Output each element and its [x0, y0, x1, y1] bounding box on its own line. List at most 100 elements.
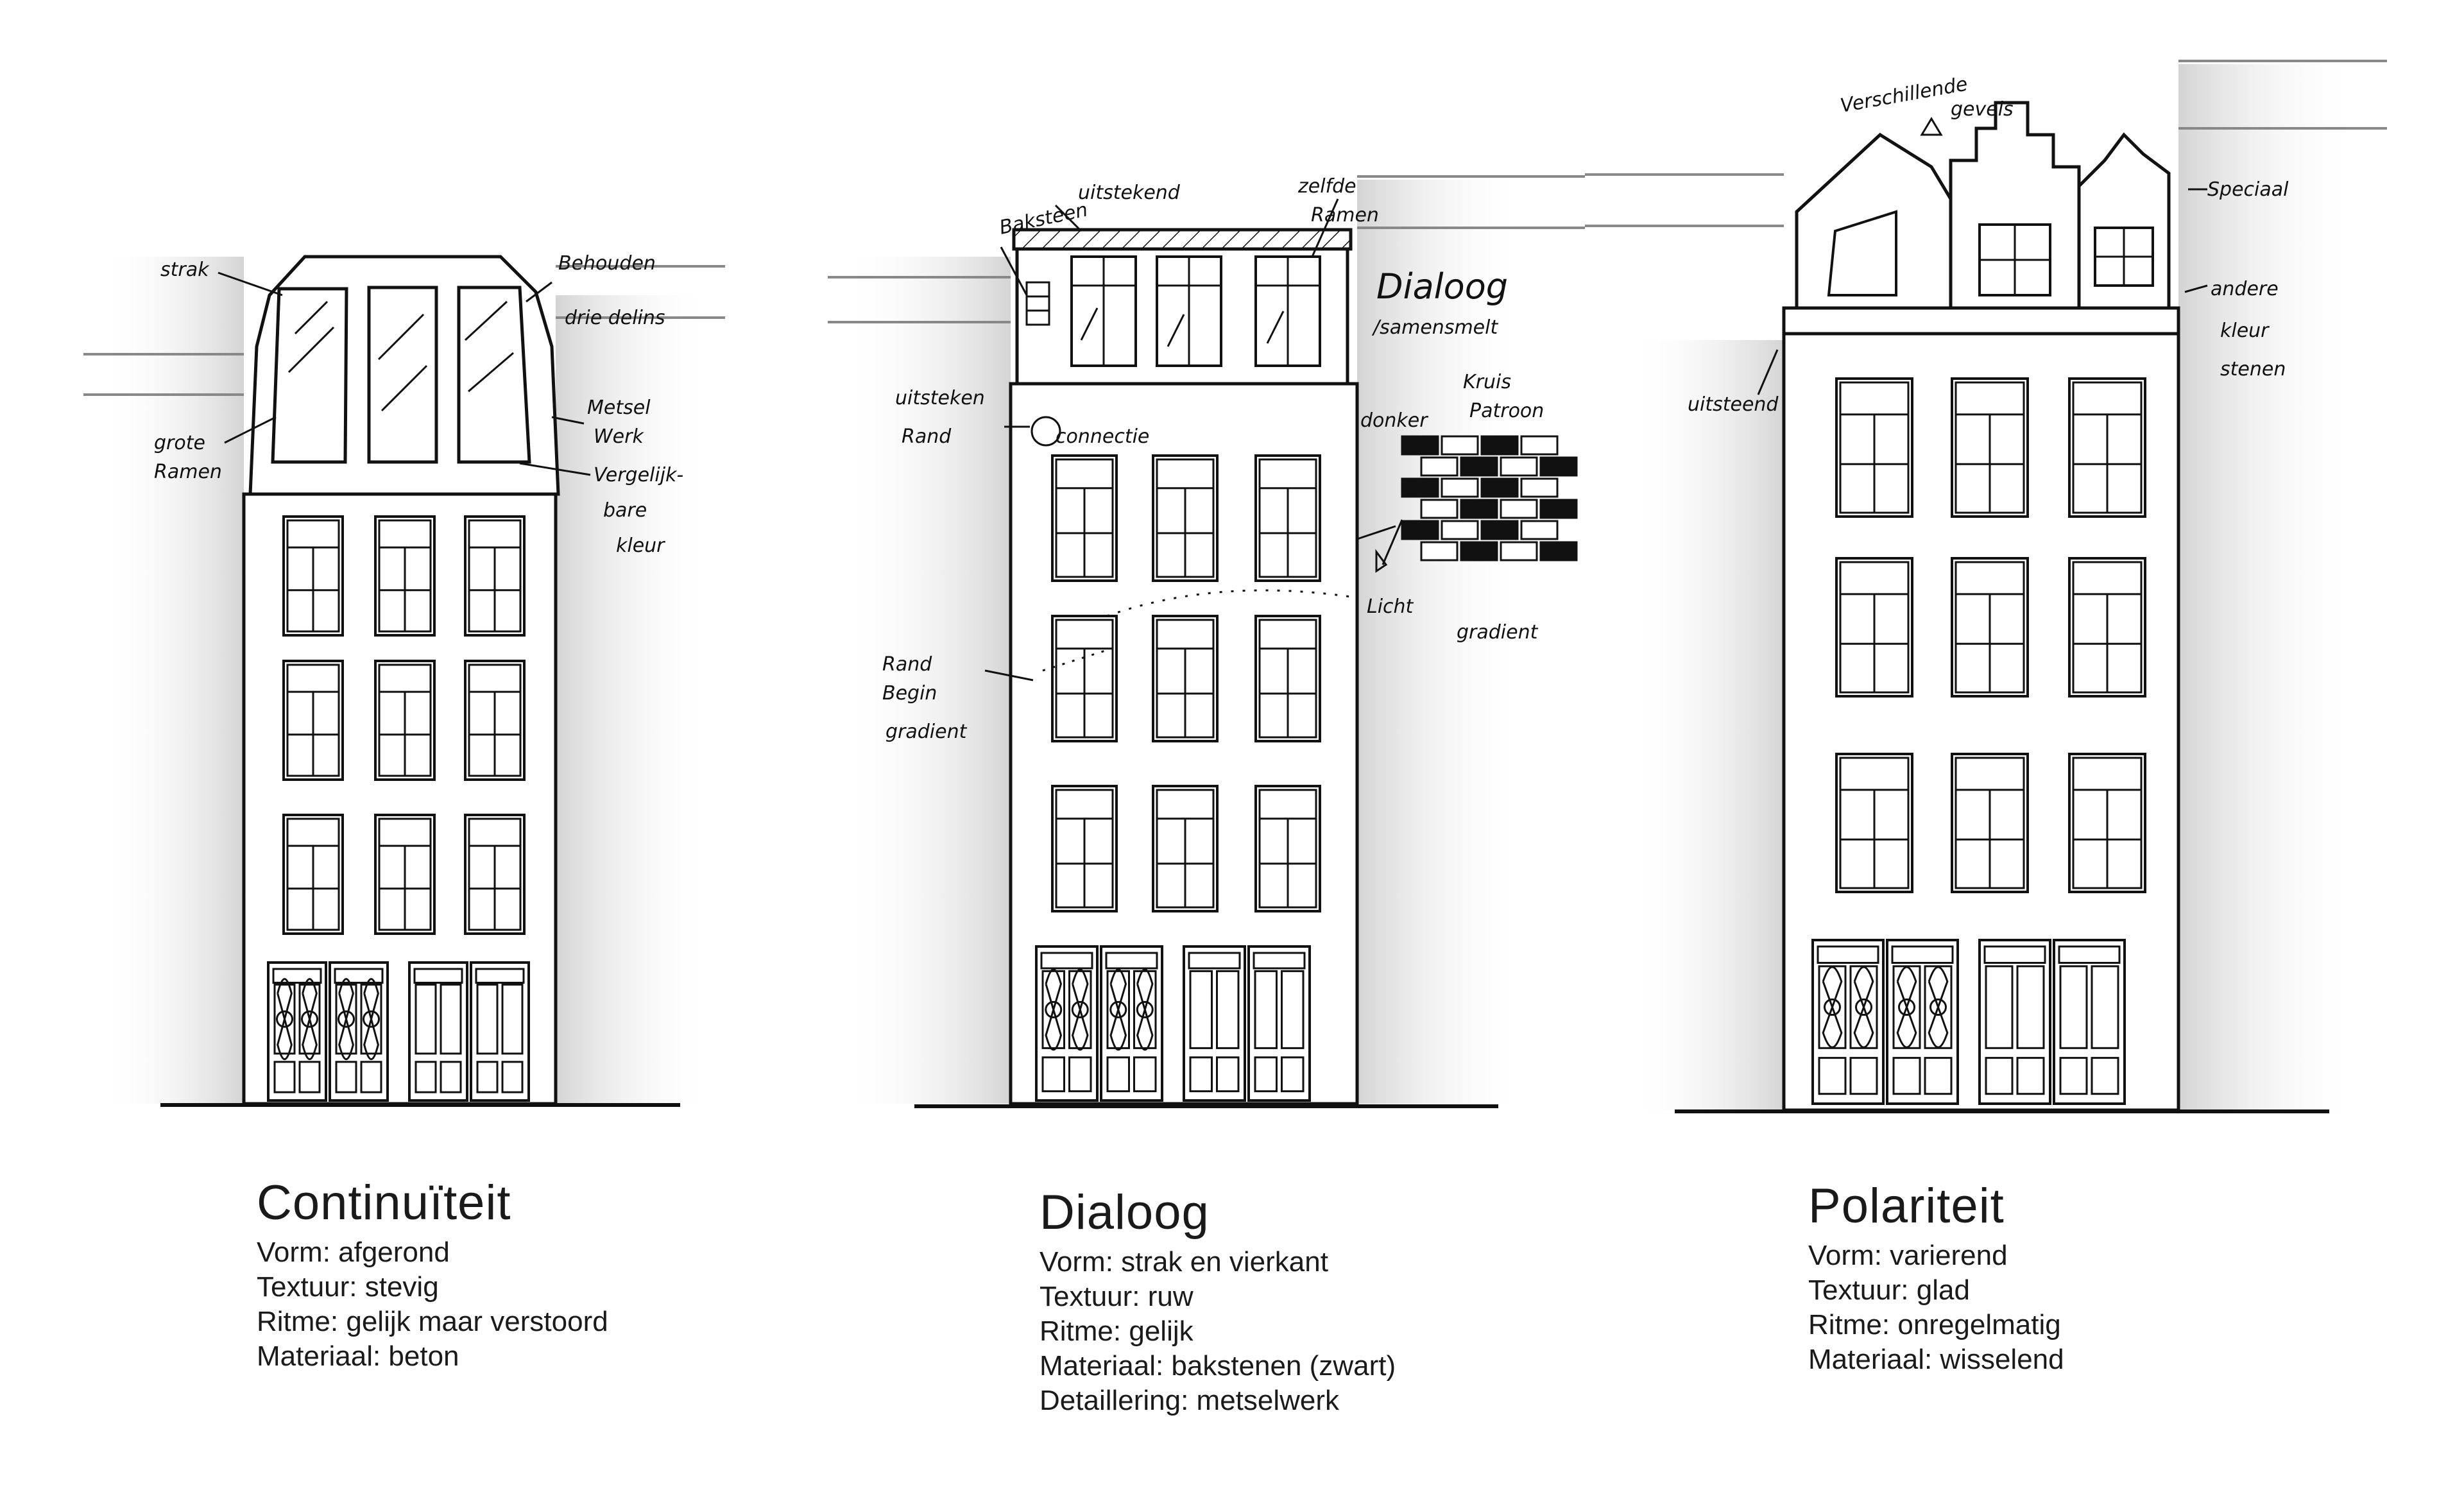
window — [1951, 557, 2029, 698]
concept-title: Polariteit — [1808, 1179, 2005, 1233]
brick — [1480, 520, 1519, 540]
neighbour-lines — [828, 175, 1585, 323]
note-verschillende: Verschillende — [1838, 73, 1969, 117]
door — [1811, 939, 1885, 1105]
note-licht: Licht — [1367, 595, 1414, 618]
neighbour-lines — [83, 265, 725, 396]
note-kleur: kleur — [616, 535, 665, 557]
note-rand-2: Rand — [882, 653, 932, 676]
note-strak: strak — [160, 259, 210, 281]
brick — [1401, 477, 1439, 498]
window — [1051, 454, 1118, 582]
brick — [1520, 477, 1559, 498]
door — [1978, 939, 2051, 1105]
hatched-cornice — [1012, 228, 1353, 251]
window — [1254, 454, 1321, 582]
window — [374, 660, 436, 781]
concept-title: Continuïteit — [257, 1176, 511, 1230]
note-begin: Begin — [882, 682, 937, 705]
note-uitstekend: uitstekend — [1078, 182, 1181, 204]
prop-textuur: Textuur: ruw — [1040, 1280, 1194, 1312]
ground-floor-doors — [267, 961, 530, 1102]
note-rand: Rand — [902, 425, 952, 448]
door — [2053, 939, 2126, 1105]
window — [2068, 753, 2146, 893]
note-werk: Werk — [594, 425, 644, 448]
note-ramen: Ramen — [1311, 204, 1379, 227]
note-gevels: gevels — [1951, 98, 2014, 121]
window-grid — [1051, 454, 1321, 912]
caption-polariteit: Polariteit Vorm: varierend Textuur: glad… — [1808, 1181, 2064, 1377]
brick-patch — [1025, 281, 1050, 326]
brick — [1480, 435, 1519, 456]
brick — [1420, 456, 1459, 477]
note-drie-delins: drie delins — [565, 307, 665, 329]
window — [1951, 753, 2029, 893]
note-connectie: connectie — [1056, 425, 1149, 448]
prop-ritme: Ritme: gelijk — [1040, 1315, 1194, 1347]
window — [1051, 615, 1118, 742]
prop-vorm: Vorm: varierend — [1808, 1239, 2008, 1271]
brick — [1539, 499, 1578, 519]
door — [1886, 939, 1959, 1105]
note-andere: andere — [2211, 278, 2279, 300]
door — [408, 961, 468, 1102]
window — [1051, 785, 1118, 912]
brick — [1460, 456, 1498, 477]
window — [282, 515, 344, 637]
window — [1254, 785, 1321, 912]
window — [1835, 753, 1913, 893]
prop-detaillering: Detaillering: metselwerk — [1040, 1384, 1340, 1416]
brick — [1441, 477, 1479, 498]
brick — [1539, 541, 1578, 561]
note-stenen: stenen — [2220, 358, 2286, 381]
prop-textuur: Textuur: glad — [1808, 1274, 1970, 1306]
brick — [1460, 541, 1498, 561]
window — [464, 515, 526, 637]
caption-dialoog: Dialoog Vorm: strak en vierkant Textuur:… — [1040, 1187, 1396, 1418]
facade-dialoog: Baksteen uitstekend zelfde Ramen Dialoog… — [828, 175, 1585, 1108]
window — [374, 814, 436, 935]
window — [1254, 615, 1321, 742]
note-uitsteend: uitsteend — [1688, 393, 1779, 416]
facade-continuiteit: strak Behouden drie delins grote Ramen M… — [83, 252, 725, 1107]
window — [374, 515, 436, 637]
neighbour-shadow-right — [556, 295, 710, 1104]
brick — [1420, 499, 1459, 519]
note-ramen: Ramen — [154, 461, 222, 483]
concept-title: Dialoog — [1040, 1185, 1210, 1240]
note-vergelijk: Vergelijk- — [594, 464, 683, 486]
note-dialoog: Dialoog — [1376, 266, 1508, 307]
window — [1835, 557, 1913, 698]
window-grid — [282, 515, 526, 935]
caption-continuiteit: Continuïteit Vorm: afgerond Textuur: ste… — [257, 1177, 608, 1374]
neighbour-shadow-left — [1630, 340, 1784, 1110]
window — [282, 660, 344, 781]
prop-ritme: Ritme: gelijk maar verstoord — [257, 1305, 608, 1337]
note-metsel: Metsel — [587, 397, 651, 419]
cross-pattern-swatch — [1401, 435, 1578, 561]
brick — [1500, 541, 1538, 561]
door — [1100, 945, 1163, 1102]
door — [1183, 945, 1246, 1102]
brick — [1500, 456, 1538, 477]
brick — [1500, 499, 1538, 519]
prop-vorm: Vorm: strak en vierkant — [1040, 1246, 1328, 1278]
sketch-notes: strak Behouden drie delins grote Ramen M… — [154, 252, 683, 557]
note-grote: grote — [154, 432, 205, 454]
prop-materiaal: Materiaal: bakstenen (zwart) — [1040, 1349, 1396, 1382]
window — [1152, 615, 1219, 742]
brick — [1401, 520, 1439, 540]
brick — [1520, 520, 1559, 540]
note-samensmelt: /samensmelt — [1371, 316, 1498, 339]
note-gradient: gradient — [1457, 621, 1539, 644]
brick — [1520, 435, 1559, 456]
ground-floor-doors — [1811, 939, 2126, 1105]
door — [329, 961, 389, 1102]
note-speciaal: Speciaal — [2207, 178, 2289, 201]
gable-windows — [1827, 210, 2154, 296]
projecting-band — [1782, 306, 2180, 336]
prop-materiaal: Materiaal: wisselend — [1808, 1343, 2064, 1375]
door — [267, 961, 327, 1102]
prop-materiaal: Materiaal: beton — [257, 1340, 459, 1372]
